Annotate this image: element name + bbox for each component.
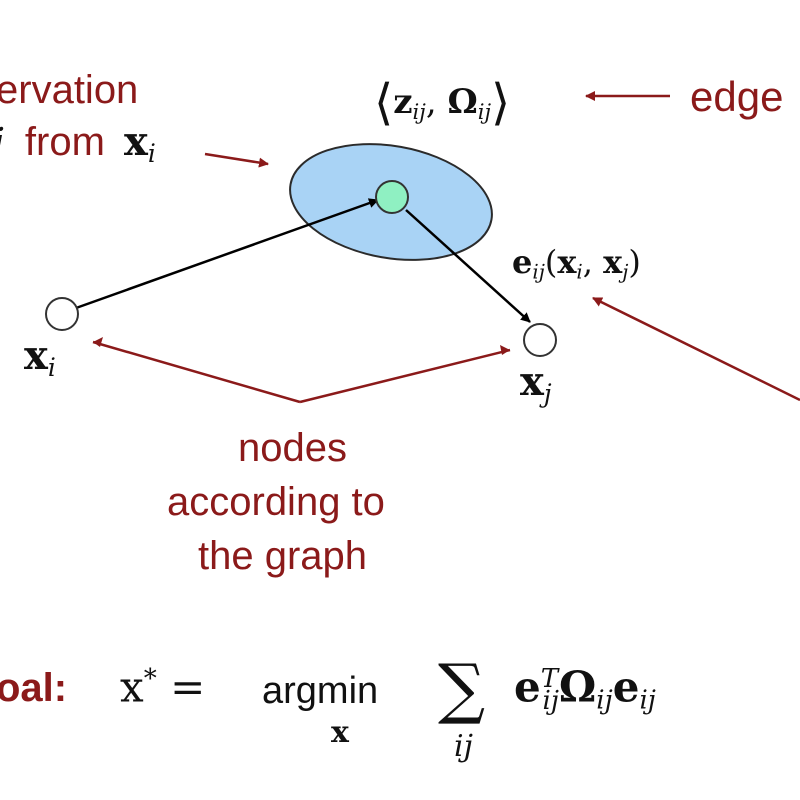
summation-symbol: ∑ [438,650,486,727]
observation-label-line2: j from xi [0,122,156,167]
node-xi [45,297,79,331]
nodes-label-arrows [92,340,511,404]
edge-measurement-tuple: ⟨zij, Ωij⟩ [374,73,511,131]
arrowhead-to-xi [93,337,103,347]
edge-label: edge [690,73,784,120]
error-function-label: eij(xi, xj) [512,243,641,284]
error-label-arrow [592,296,800,402]
nodes-label-line3: the graph [198,534,368,578]
edge-arrow-measurement-to-xj [405,209,531,323]
arrowhead-to-xj [500,345,510,355]
node-xi-label: xi [24,332,56,382]
argmin-subscript-x: x [331,715,349,750]
measurement-node [375,180,409,214]
goal-objective-rhs: eTijΩijeij [514,662,656,716]
observation-label-line1: ervation [0,68,139,112]
observation-from-word: from [24,120,105,164]
observation-j-subscript: j [0,120,4,164]
goal-label: oal: [0,666,68,710]
node-xj [523,323,557,357]
observation-arrow [204,152,269,168]
summation-index: ij [454,729,473,764]
observation-xi-symbol: xi [124,118,156,168]
node-xj-label: xj [520,358,552,408]
goal-objective-lhs: x* = [120,662,206,712]
edge-arrow-xi-to-measurement [75,198,379,310]
argmin-operator: argmin [262,670,379,712]
nodes-label-line1: nodes [238,426,347,470]
nodes-label-line2: according to [167,480,385,524]
